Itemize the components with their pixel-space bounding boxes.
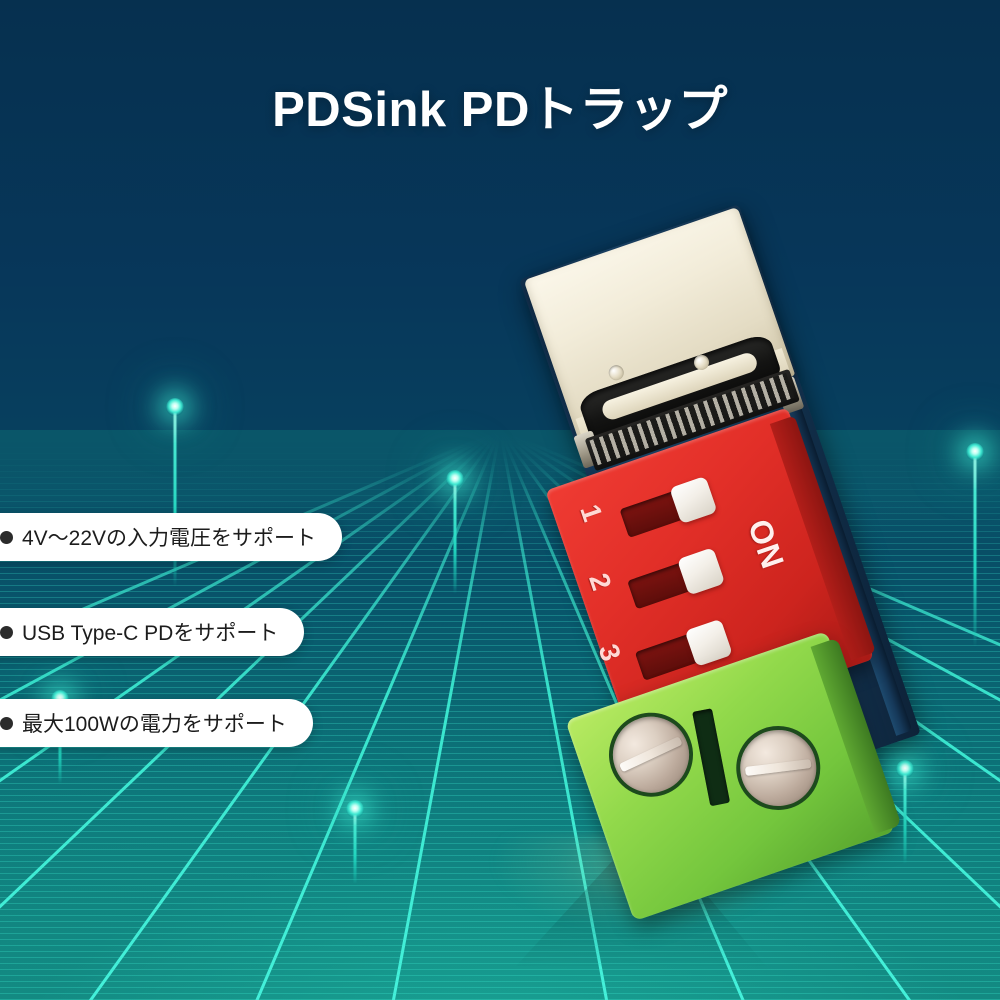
feature-text: 最大100Wの電力をサポート [22, 713, 287, 736]
bullet-dot-icon [0, 716, 13, 730]
bullet-dot-icon [0, 530, 13, 544]
page-title: PDSink PDトラップ [272, 83, 728, 137]
feature-pill: USB Type-C PDをサポート [0, 608, 305, 656]
feature-pill: 最大100Wの電力をサポート [0, 699, 313, 747]
feature-text: 4V〜22Vの入力電圧をサポート [22, 527, 317, 550]
feature-text: USB Type-C PDをサポート [22, 622, 279, 645]
feature-pill: 4V〜22Vの入力電圧をサポート [0, 513, 343, 561]
bullet-dot-icon [0, 625, 13, 639]
